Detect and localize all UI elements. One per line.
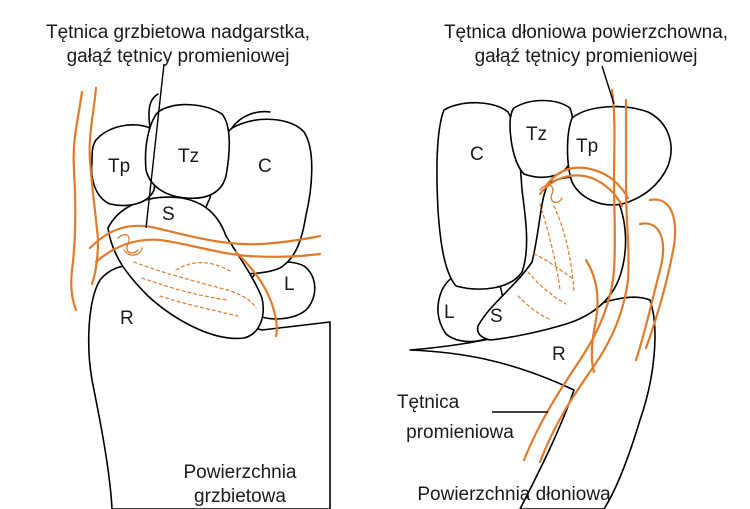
right-label-tp: Tp <box>576 136 598 157</box>
dorsal-view: Tętnica grzbietowa nadgarstka, gałąź tęt… <box>46 22 330 509</box>
right-label-l: L <box>444 302 455 323</box>
left-title-line2: gałąź tętnicy promieniowej <box>67 46 290 67</box>
left-label-r: R <box>120 308 134 329</box>
left-title-line1: Tętnica grzbietowa nadgarstka, <box>46 22 310 43</box>
left-label-s: S <box>162 204 175 225</box>
right-radial-line2: promieniowa <box>406 422 514 443</box>
left-label-tz: Tz <box>178 146 199 167</box>
left-surface-line1: Powierzchnia <box>184 462 297 483</box>
left-label-c: C <box>258 156 272 177</box>
right-label-tz: Tz <box>526 124 547 145</box>
left-label-l: L <box>284 274 295 295</box>
right-title-line1: Tętnica dłoniowa powierzchowna, <box>444 22 728 43</box>
right-label-s: S <box>490 306 503 327</box>
right-surface-label: Powierzchnia dłoniowa <box>417 484 611 505</box>
right-title-line2: gałąź tętnicy promieniowej <box>475 46 698 67</box>
right-label-c: C <box>470 144 484 165</box>
left-surface-line2: grzbietowa <box>194 486 286 507</box>
left-label-tp: Tp <box>108 156 130 177</box>
palmar-view: Tętnica dłoniowa powierzchowna, gałąź tę… <box>397 22 728 509</box>
right-radial-line1: Tętnica <box>397 392 460 413</box>
right-label-r: R <box>552 344 566 365</box>
right-title-leader <box>602 66 614 104</box>
left-radial-artery-main <box>71 92 82 310</box>
